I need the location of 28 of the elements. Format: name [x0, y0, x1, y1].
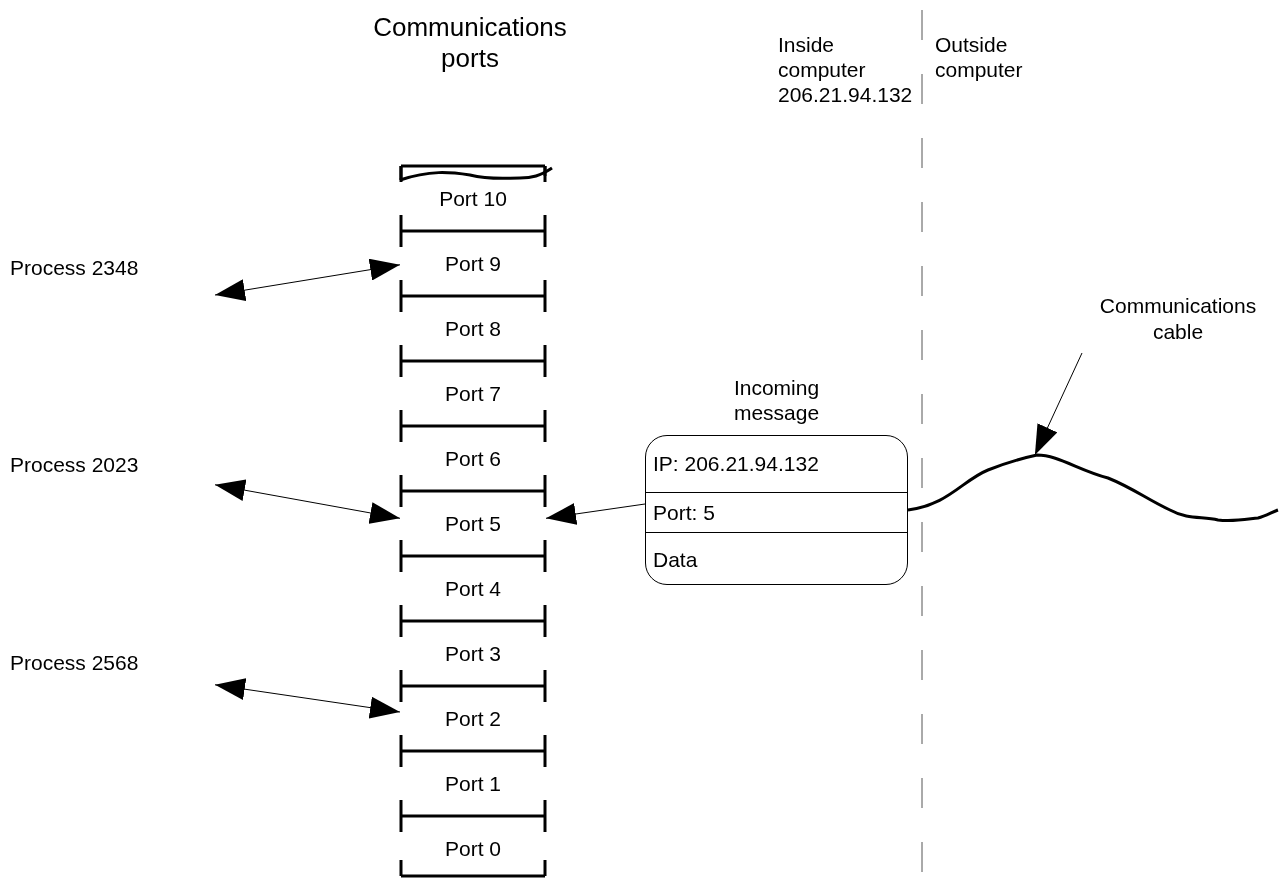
- arrow: [545, 503, 646, 525]
- message-field: IP: 206.21.94.132: [645, 435, 908, 492]
- message-field: Port: 5: [645, 492, 908, 532]
- port-label: Port 1: [445, 773, 501, 794]
- message-heading: Incoming message: [732, 375, 821, 425]
- port-label: Port 10: [439, 188, 507, 209]
- callout-text: Communications cable: [1098, 293, 1258, 345]
- process-label: Process 2568: [10, 650, 139, 676]
- port-label: Port 3: [445, 643, 501, 664]
- arrow: [1034, 352, 1083, 456]
- port-label: Port 7: [445, 383, 501, 404]
- port-label: Port 9: [445, 253, 501, 274]
- region-label: Inside computer: [778, 32, 867, 82]
- port-label: Port 2: [445, 708, 501, 729]
- region-label: Outside computer: [935, 32, 1024, 82]
- arrow: [214, 678, 401, 719]
- column-title: Communications ports: [372, 12, 568, 74]
- process-label: Process 2348: [10, 255, 139, 281]
- process-label: Process 2023: [10, 452, 139, 478]
- arrow: [214, 479, 401, 524]
- port-label: Port 5: [445, 513, 501, 534]
- message-field: Data: [645, 532, 908, 585]
- port-label: Port 6: [445, 448, 501, 469]
- port-label: Port 4: [445, 578, 501, 599]
- port-label: Port 0: [445, 838, 501, 859]
- arrow: [214, 258, 401, 301]
- region-label: 206.21.94.132: [778, 82, 914, 107]
- port-label: Port 8: [445, 318, 501, 339]
